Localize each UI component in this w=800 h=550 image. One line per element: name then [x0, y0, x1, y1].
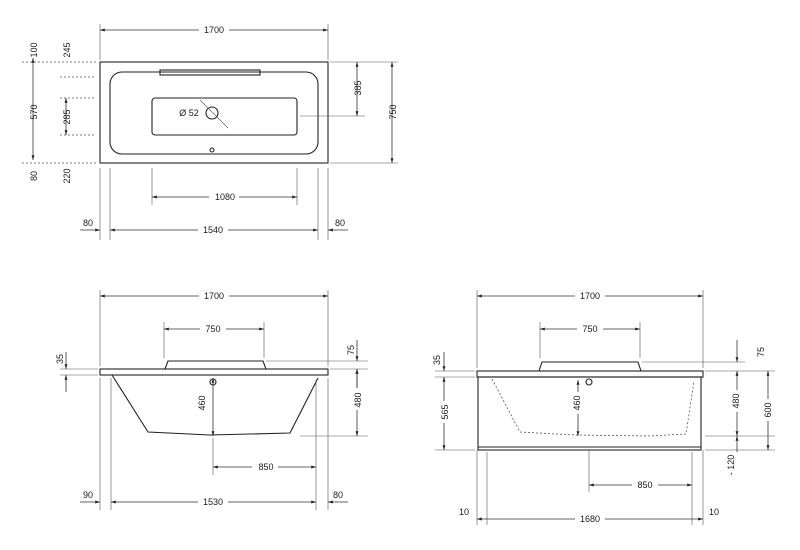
dim-panel-headrest-height: 75 [756, 347, 766, 357]
front-panel [477, 376, 702, 451]
dim-bottom-offset: 80 [29, 171, 39, 181]
dim-basin-width: 1080 [215, 192, 235, 202]
top-view: 1700 1080 1540 80 80 750 385 100 570 80 … [22, 24, 398, 240]
dim-front-headrest: 750 [205, 324, 220, 334]
dim-panel-width: 1700 [580, 291, 600, 301]
dim-front-inner-width: 1530 [203, 497, 223, 507]
dim-depth-total: 750 [388, 104, 398, 119]
dim-front-drain: 850 [258, 462, 273, 472]
dim-right-margin: 80 [335, 218, 345, 228]
tub-outline-top [99, 61, 329, 164]
dim-front-depth-outer: 480 [353, 392, 363, 407]
overflow-dot [209, 147, 215, 153]
dim-panel-right: 10 [709, 507, 719, 517]
dim-front-right: 80 [333, 490, 343, 500]
dim-top-offset: 100 [29, 42, 39, 57]
dim-front-headrest-height: 75 [346, 345, 356, 355]
dim-bottom-margin: 220 [62, 168, 72, 183]
dim-panel-depth-inner: 460 [572, 395, 582, 410]
dim-inner-height: 570 [29, 104, 39, 119]
headrest-panel [538, 361, 642, 372]
tub-basin-floor [151, 97, 298, 136]
dim-drain-offset: 385 [353, 80, 363, 95]
dim-panel-total-height: 600 [763, 402, 773, 417]
dim-front-rim: 35 [55, 354, 65, 364]
tub-body-front [111, 374, 319, 436]
dim-panel-feet: - 120 [726, 455, 736, 476]
dim-left-margin: 80 [83, 218, 93, 228]
drain-circle [205, 106, 219, 120]
dim-front-left: 90 [83, 490, 93, 500]
dim-width-total: 1700 [204, 25, 224, 35]
dim-drain-diameter: Ø 52 [179, 108, 199, 118]
tub-body-hidden [491, 378, 695, 437]
dim-front-depth-inner: 460 [197, 395, 207, 410]
dim-panel-height: 565 [440, 404, 450, 419]
dim-inner-width: 1540 [203, 225, 223, 235]
dim-panel-drain: 850 [637, 480, 652, 490]
dim-panel-rim: 35 [432, 355, 442, 365]
dim-panel-depth-outer: 480 [731, 393, 741, 408]
dim-basin-height: 285 [62, 109, 72, 124]
tub-rim-front [99, 368, 329, 376]
headrest-top [159, 69, 261, 76]
dim-panel-headrest: 750 [582, 324, 597, 334]
dim-panel-inner-width: 1680 [580, 514, 600, 524]
headrest-front [164, 360, 267, 370]
overflow-panel [585, 378, 593, 386]
dim-top-margin: 245 [62, 42, 72, 57]
tub-inner-rim [109, 71, 319, 155]
panel-view: 1700 750 35 565 460 75 480 600 - 120 [432, 290, 775, 525]
dim-front-width: 1700 [204, 291, 224, 301]
dim-panel-left: 10 [459, 507, 469, 517]
front-view: 1700 750 35 75 480 460 850 1530 [55, 290, 368, 510]
tub-rim-panel [476, 370, 704, 378]
